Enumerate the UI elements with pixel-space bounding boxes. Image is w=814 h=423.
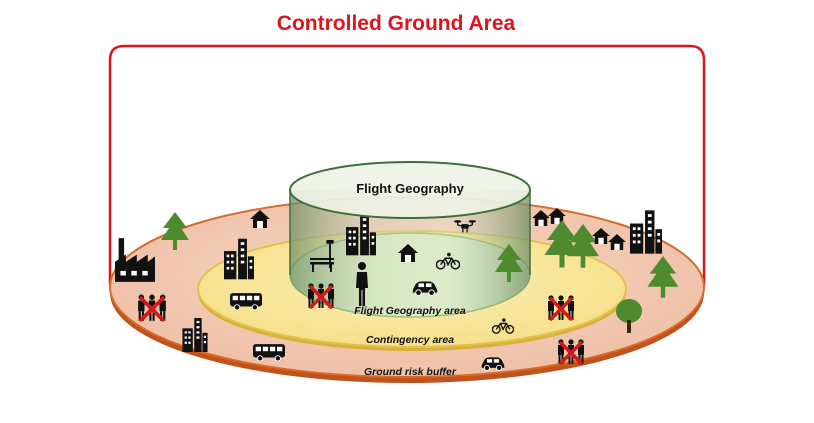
- ground-risk-buffer-label: Ground risk buffer: [364, 366, 457, 378]
- building-icon: [630, 210, 662, 254]
- flight-geography-area-label: Flight Geography area: [354, 305, 466, 317]
- contingency-area-label: Contingency area: [366, 334, 454, 346]
- page-title: Controlled Ground Area: [277, 12, 516, 35]
- controlled-ground-area-bracket: [108, 44, 706, 285]
- cylinder-top: [289, 161, 531, 219]
- flight-geography-label: Flight Geography: [356, 181, 464, 196]
